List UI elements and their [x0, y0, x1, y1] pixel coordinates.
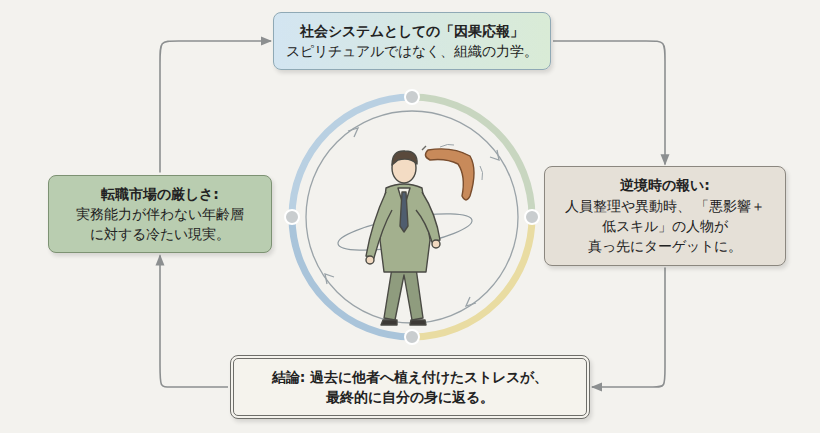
box-heading: 結論: 過去に他者へ植え付けたストレスが、 最終的に自分の身に返る。 [246, 367, 574, 408]
box-heading: 社会システムとしての「因果応報」 [286, 21, 538, 41]
ring-dot [405, 330, 419, 344]
ring-dots [285, 90, 539, 344]
ring-arrow [490, 150, 499, 160]
cycle-arrow [592, 268, 665, 387]
ring-arrow [348, 128, 358, 137]
ring-segment [412, 97, 532, 217]
ring-arrow [466, 297, 476, 306]
conclusion-box: 結論: 過去に他者へ植え付けたストレスが、 最終的に自分の身に返る。 [230, 355, 590, 420]
ring-dot [285, 210, 299, 224]
box-body: 実務能力が伴わない年齢層 に対する冷たい現実。 [61, 204, 259, 245]
right-arm [416, 192, 440, 242]
hand [366, 256, 374, 264]
cycle-arrow [160, 255, 228, 387]
boomerang [425, 144, 482, 200]
premise-box: 社会システムとしての「因果応報」スピリチュアルではなく、組織の力学。 [273, 12, 551, 71]
ring-arrow [325, 274, 334, 284]
ring-dot [405, 90, 419, 104]
cycle-arrow [553, 41, 665, 164]
job-market-box: 転職市場の厳しさ:実務能力が伴わない年齢層 に対する冷たい現実。 [48, 175, 272, 254]
ring-dot [525, 210, 539, 224]
shoes [381, 320, 426, 325]
motion-lines [440, 144, 483, 180]
ring [292, 97, 532, 337]
hand [432, 240, 440, 248]
adversity-box: 逆境時の報い:人員整理や異動時、 「悪影響＋低スキル」の人物が 真っ先にターゲッ… [544, 166, 786, 265]
cycle-arrow [160, 41, 271, 173]
box-heading: 転職市場の厳しさ: [61, 184, 259, 204]
legs [384, 268, 423, 320]
tie [400, 192, 408, 232]
businessman-figure [336, 146, 475, 325]
box-heading: 逆境時の報い: [557, 175, 773, 195]
left-arm [366, 192, 392, 258]
box-body: スピリチュアルではなく、組織の力学。 [286, 41, 538, 61]
inner-ring [306, 111, 518, 323]
box-body: 人員整理や異動時、 「悪影響＋低スキル」の人物が 真っ先にターゲットに。 [557, 196, 773, 257]
boomerang-shape [425, 149, 474, 200]
hair [392, 151, 417, 165]
